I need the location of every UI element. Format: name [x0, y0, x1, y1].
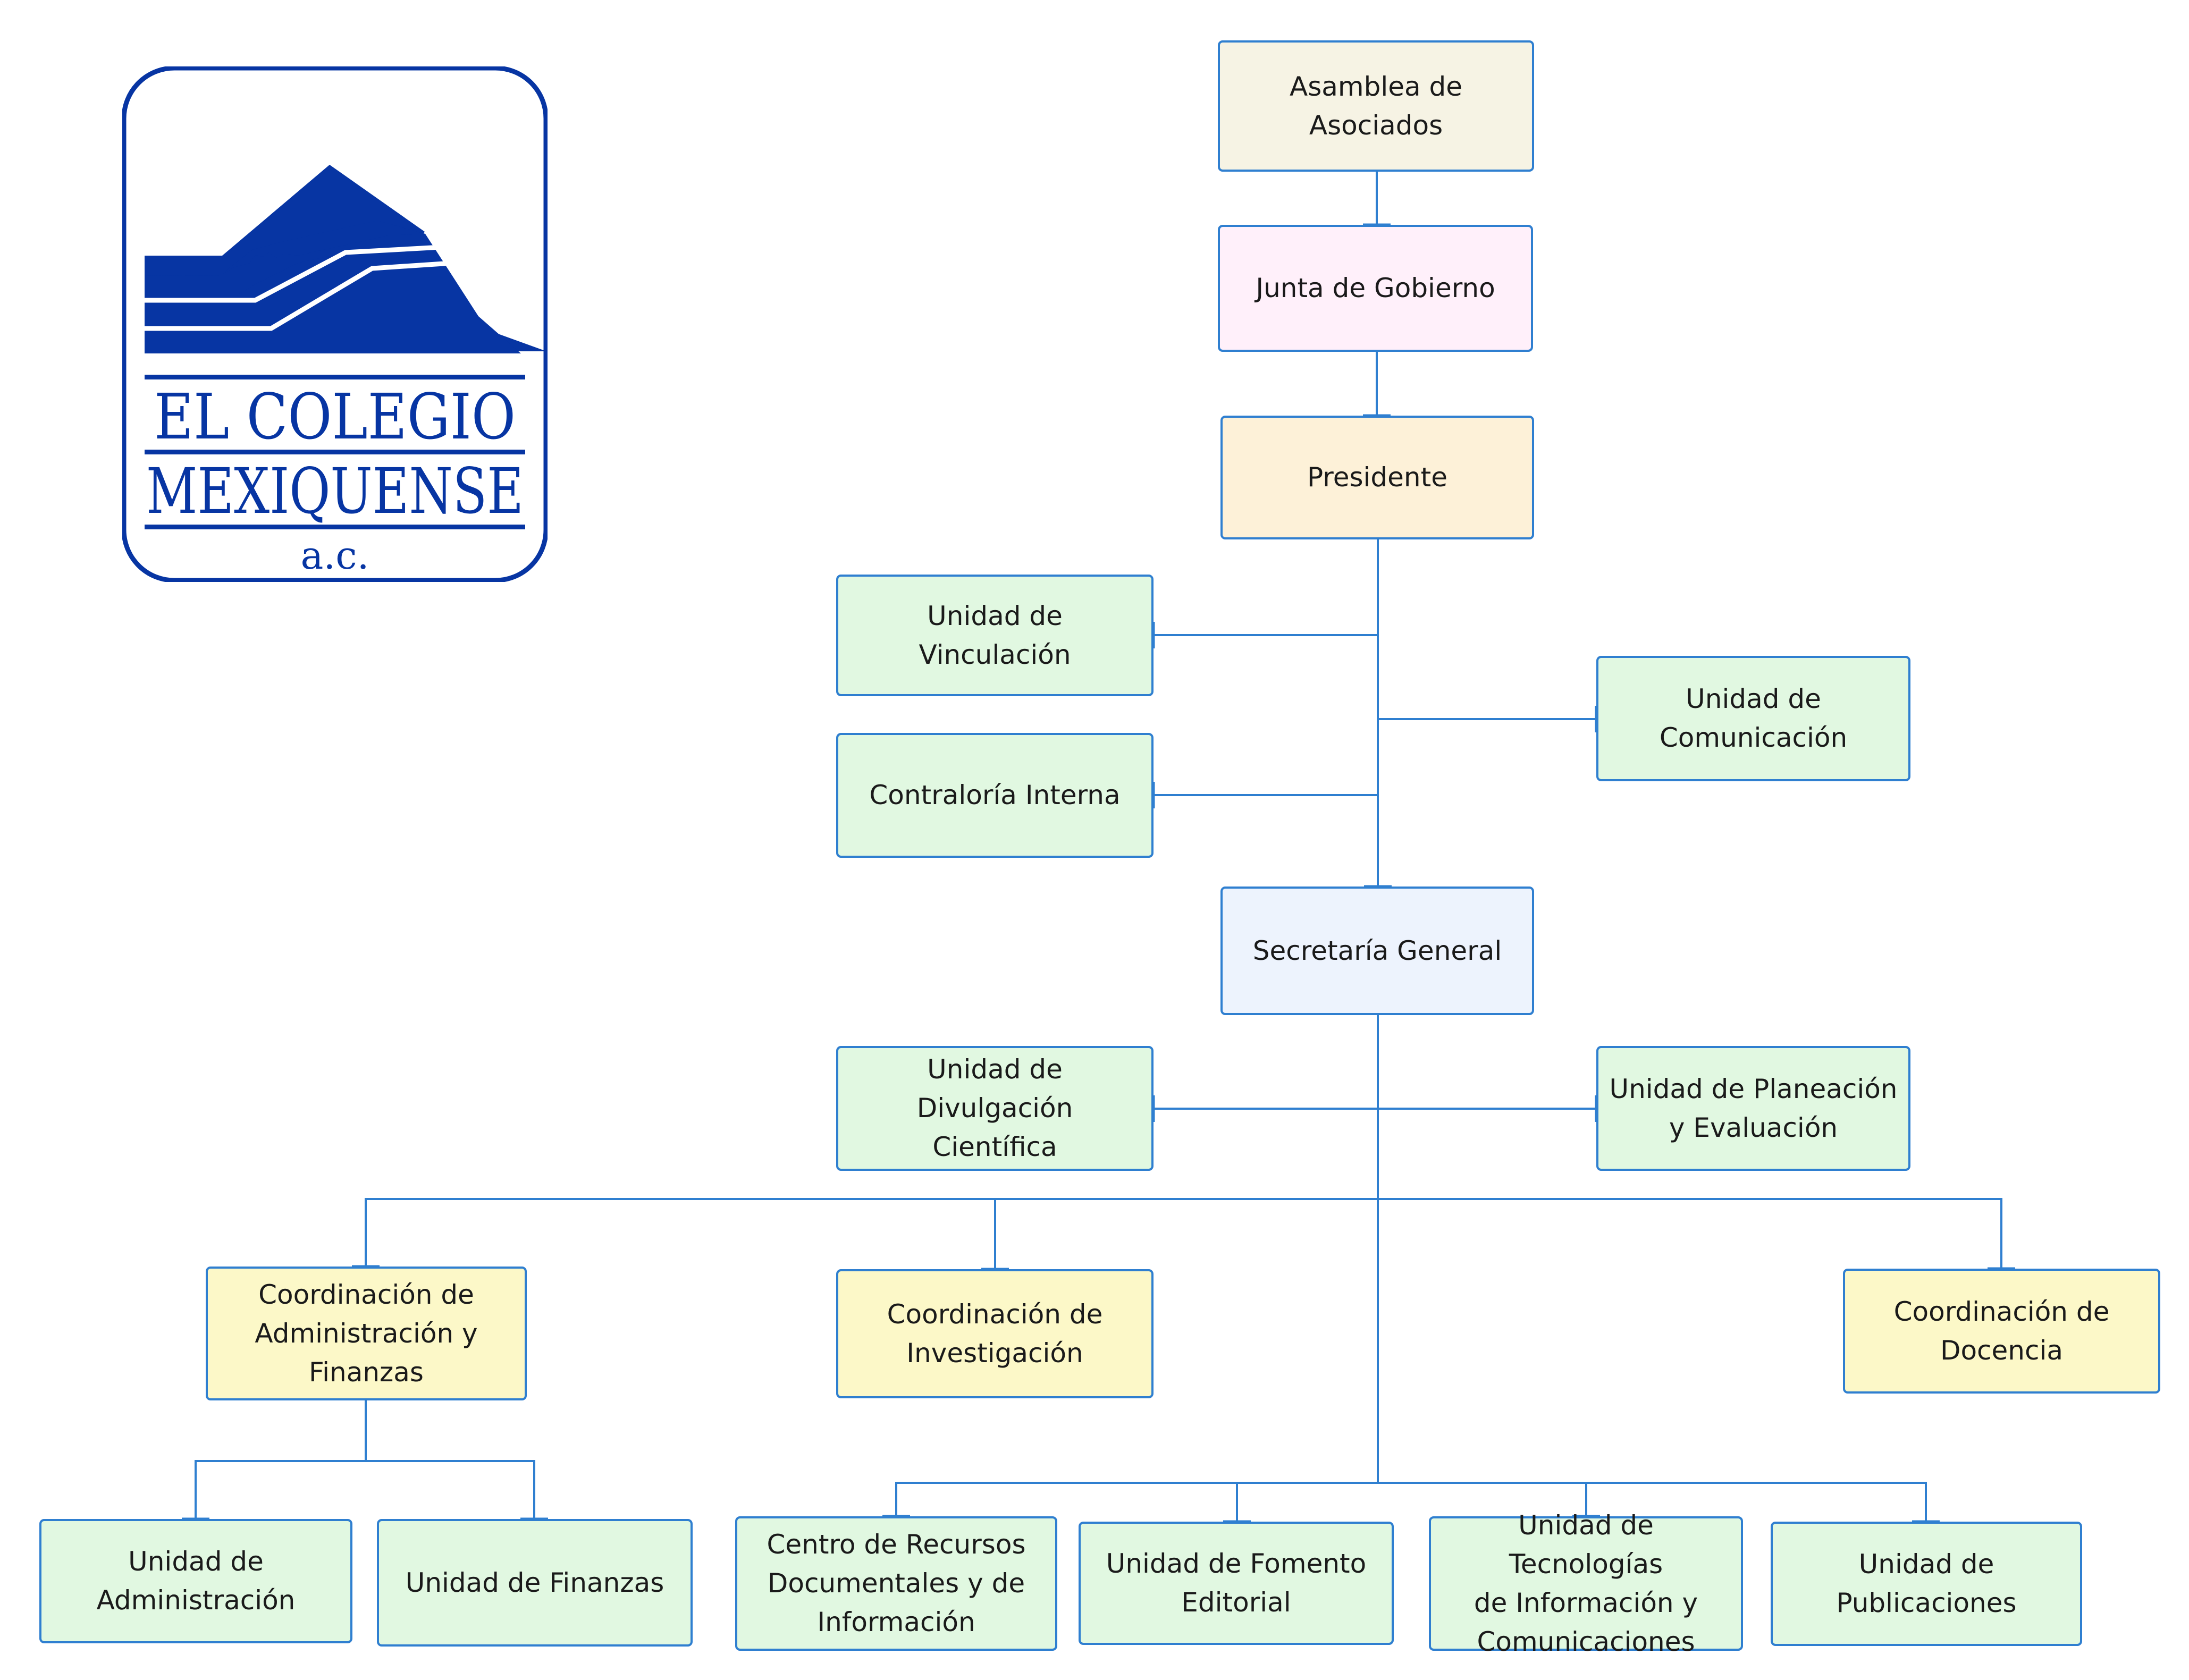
- logo-rule: [145, 375, 525, 379]
- node-unidad-de-fomento-editorial: Unidad de Fomento Editorial: [1079, 1522, 1394, 1645]
- node-presidente: Presidente: [1220, 416, 1534, 539]
- node-unidad-de-publicaciones: Unidad de Publicaciones: [1771, 1522, 2082, 1646]
- node-unidad-de-planeacion-y-evaluacion: Unidad de Planeación y Evaluación: [1596, 1046, 1910, 1171]
- node-label: Unidad de Fomento Editorial: [1106, 1548, 1367, 1618]
- node-label: Coordinación de Investigación: [887, 1298, 1103, 1369]
- node-coordinacion-de-administracion-y-finanzas: Coordinación de Administración y Finanza…: [206, 1267, 527, 1400]
- node-label: Unidad de Comunicación: [1659, 683, 1848, 753]
- node-label: Contraloría Interna: [869, 780, 1121, 811]
- node-unidad-de-vinculacion: Unidad de Vinculación: [836, 575, 1154, 696]
- logo-rule: [145, 450, 525, 454]
- node-unidad-de-administracion: Unidad de Administración: [39, 1519, 352, 1643]
- node-coordinacion-de-investigacion: Coordinación de Investigación: [836, 1269, 1154, 1398]
- node-label: Unidad de Administración: [96, 1546, 296, 1616]
- node-contraloria-interna: Contraloría Interna: [836, 733, 1154, 858]
- node-label: Coordinación de Administración y Finanza…: [255, 1279, 478, 1388]
- node-coordinacion-de-docencia: Coordinación de Docencia: [1843, 1269, 2160, 1394]
- logo-rule: [145, 525, 525, 529]
- logo-line-1: EL COLEGIO: [154, 380, 516, 453]
- node-label: Junta de Gobierno: [1256, 273, 1495, 303]
- logo-stripe: [145, 244, 442, 303]
- node-unidad-de-tecnologias-de-informacion: Unidad de Tecnologías de Información y C…: [1429, 1510, 1743, 1657]
- logo-mountain: [145, 165, 425, 277]
- node-label: Unidad de Tecnologías de Información y C…: [1474, 1509, 1698, 1657]
- node-unidad-de-finanzas: Unidad de Finanzas: [377, 1519, 693, 1647]
- node-label: Coordinación de Docencia: [1893, 1296, 2110, 1366]
- connector-admin-subunits: [195, 1400, 535, 1519]
- logo-stripe: [145, 260, 452, 331]
- node-label: Unidad de Divulgación Científica: [916, 1054, 1073, 1162]
- node-centro-de-recursos-documentales: Centro de Recursos Documentales y de Inf…: [735, 1516, 1057, 1651]
- node-asamblea-de-asociados: Asamblea de Asociados: [1218, 40, 1534, 172]
- node-label: Centro de Recursos Documentales y de Inf…: [767, 1529, 1026, 1637]
- node-label: Secretaría General: [1252, 935, 1502, 966]
- connector-bottom-bus: [895, 1482, 1927, 1522]
- node-junta-de-gobierno: Junta de Gobierno: [1218, 225, 1533, 352]
- node-label: Asamblea de Asociados: [1289, 71, 1463, 141]
- node-label: Presidente: [1307, 462, 1447, 493]
- node-label: Unidad de Finanzas: [405, 1567, 664, 1598]
- logo-line-3: a.c.: [300, 533, 369, 578]
- connector-coordinations-bus: [365, 1198, 2002, 1269]
- node-label: Unidad de Publicaciones: [1836, 1549, 2017, 1618]
- logo-mountain-body: [145, 221, 521, 353]
- node-label: Unidad de Vinculación: [919, 600, 1071, 670]
- node-unidad-de-divulgacion-cientifica: Unidad de Divulgación Científica: [836, 1046, 1154, 1171]
- el-colegio-mexiquense-logo: EL COLEGIO MEXIQUENSE a.c.: [122, 66, 548, 582]
- logo-line-2: MEXIQUENSE: [146, 454, 524, 528]
- node-secretaria-general: Secretaría General: [1220, 887, 1534, 1015]
- node-unidad-de-comunicacion: Unidad de Comunicación: [1596, 656, 1910, 781]
- node-label: Unidad de Planeación y Evaluación: [1609, 1073, 1898, 1143]
